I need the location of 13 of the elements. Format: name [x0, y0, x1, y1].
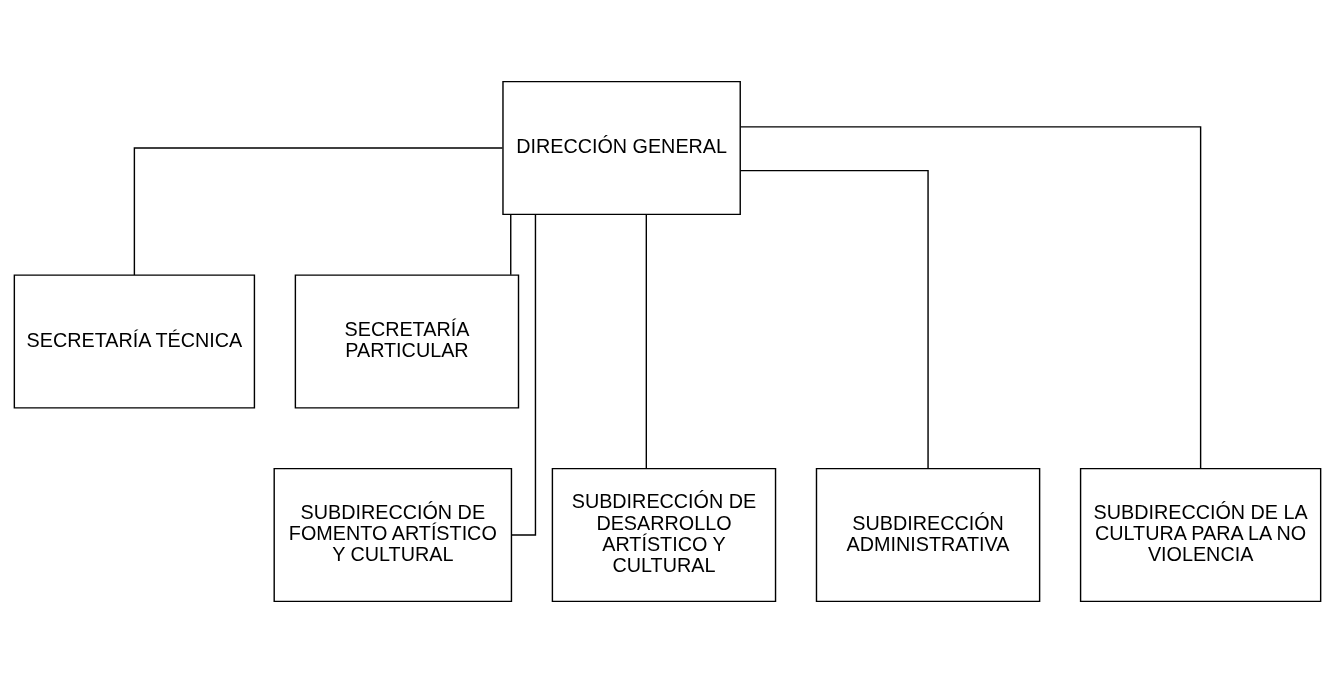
node-box: DIRECCIÓN GENERAL: [502, 80, 741, 216]
connector: [739, 169, 929, 470]
connector: [645, 213, 648, 469]
node-box: SECRETARÍA PARTICULAR: [294, 274, 520, 409]
connector: [133, 147, 504, 276]
node-box: SUBDIRECCIÓN DE LA CULTURA PARA LA NO VIOLENCIA: [1079, 467, 1322, 603]
connector: [511, 213, 537, 536]
node-box: SECRETARÍA TÉCNICA: [13, 274, 256, 409]
node-box: SUBDIRECCIÓN DE FOMENTO ARTÍSTICO Y CULTURAL: [273, 467, 513, 603]
node-box: SUBDIRECCIÓN ADMINISTRATIVA: [815, 467, 1041, 603]
connector: [510, 213, 512, 276]
connector: [740, 126, 1202, 470]
node-box: SUBDIRECCIÓN DE DESARROLLO ARTÍSTICO Y CULTURAL: [551, 467, 777, 603]
